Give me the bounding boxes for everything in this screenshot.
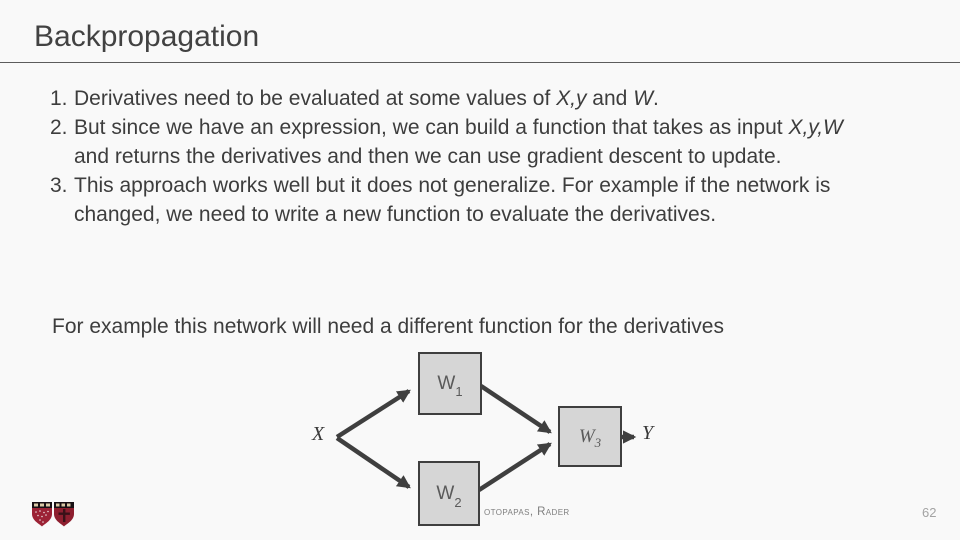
list-item-text: But since we have an expression, we can … xyxy=(74,113,854,171)
arrow-x-to-w2 xyxy=(335,436,411,489)
node-w1-subscript: 1 xyxy=(455,384,463,399)
page-number: 62 xyxy=(922,505,937,520)
title-divider xyxy=(0,62,960,63)
output-label-y: Y xyxy=(642,422,654,444)
left-shield xyxy=(32,502,52,527)
list-number: 2. xyxy=(50,116,68,139)
text-segment: . xyxy=(653,87,659,110)
right-shield xyxy=(54,502,74,527)
list-number: 1. xyxy=(50,87,68,110)
math-variable: X,y xyxy=(556,87,587,110)
math-variable: W xyxy=(633,87,654,110)
slide-title: Backpropagation xyxy=(34,20,260,53)
diagram-arrows xyxy=(335,384,637,492)
text-segment: Derivatives need to be evaluated at some… xyxy=(74,87,557,110)
arrow-x-to-w1 xyxy=(335,389,411,439)
footer-attribution: otopapas, Rader xyxy=(484,506,570,518)
text-segment: and returns the derivatives and then we … xyxy=(74,145,782,168)
example-sentence: For example this network will need a dif… xyxy=(52,315,724,338)
university-shields-logo xyxy=(30,499,76,534)
numbered-list: 1. Derivatives need to be evaluated at s… xyxy=(50,84,854,229)
text-segment: This approach works well but it does not… xyxy=(74,174,831,226)
text-segment: But since we have an expression, we can … xyxy=(74,116,789,139)
node-w2-label: W xyxy=(436,482,455,504)
list-item-3: 3. This approach works well but it does … xyxy=(50,171,854,229)
list-item-text: This approach works well but it does not… xyxy=(74,171,854,229)
input-label-x: X xyxy=(312,423,325,445)
list-item-text: Derivatives need to be evaluated at some… xyxy=(74,84,854,113)
text-segment: and xyxy=(586,87,634,110)
node-w2-subscript: 2 xyxy=(454,495,462,510)
list-item-1: 1. Derivatives need to be evaluated at s… xyxy=(50,84,854,113)
math-variable: X,y,W xyxy=(788,116,843,139)
list-number: 3. xyxy=(50,174,68,197)
list-item-2: 2. But since we have an expression, we c… xyxy=(50,113,854,171)
node-w3-label: W xyxy=(578,425,595,447)
node-w3-subscript: 3 xyxy=(594,435,602,450)
node-w1-label: W xyxy=(437,372,456,394)
arrow-w1-to-w3 xyxy=(479,384,552,434)
arrow-w2-to-w3 xyxy=(477,442,552,492)
